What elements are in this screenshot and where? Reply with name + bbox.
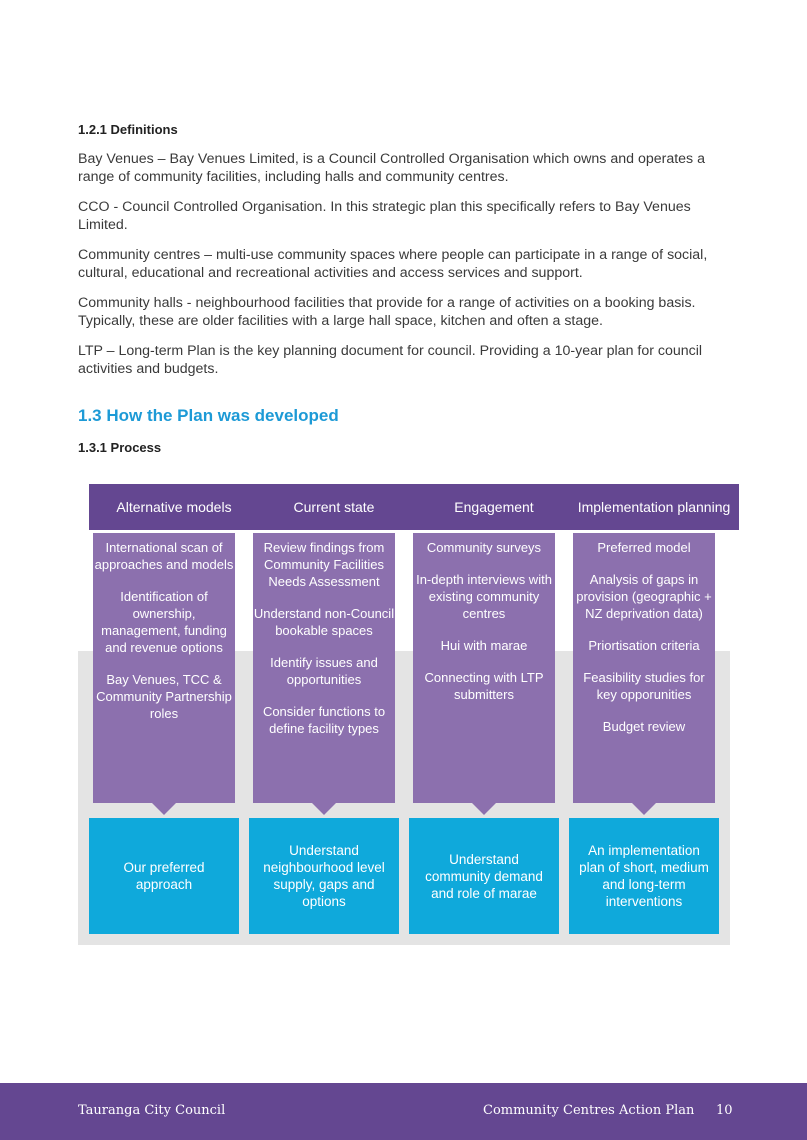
- page-number: 10: [716, 1103, 733, 1118]
- definition-cco: CCO - Council Controlled Organisation. I…: [78, 199, 691, 233]
- column-body-implementation-planning: Preferred model Analysis of gaps in prov…: [573, 533, 715, 803]
- arrow-down-icon: [152, 803, 176, 815]
- page-footer: Tauranga City Council Community Centres …: [0, 1083, 807, 1140]
- column-item: Analysis of gaps in provision (geographi…: [576, 572, 712, 621]
- arrow-down-icon: [632, 803, 656, 815]
- footer-organisation: Tauranga City Council: [78, 1103, 226, 1118]
- column-header-current-state: Current state: [249, 484, 419, 530]
- column-item: Bay Venues, TCC & Community Partnership …: [96, 672, 232, 721]
- outcome-implementation-planning: An implementation plan of short, medium …: [569, 818, 719, 934]
- arrow-down-icon: [472, 803, 496, 815]
- definitions-heading: 1.2.1 Definitions: [78, 122, 178, 137]
- process-subheading: 1.3.1 Process: [78, 440, 162, 455]
- column-header-engagement: Engagement: [409, 484, 579, 530]
- column-item: Preferred model: [597, 540, 691, 555]
- column-item: Identify issues and opportunities: [270, 655, 378, 687]
- column-body-engagement: Community surveys In-depth interviews wi…: [413, 533, 555, 803]
- definitions-list: Bay Venues – Bay Venues Limited, is a Co…: [78, 150, 738, 390]
- column-body-alternative-models: International scan of approaches and mod…: [93, 533, 235, 803]
- diagram-background: [78, 651, 730, 945]
- column-item: Hui with marae: [440, 638, 528, 653]
- outcome-engagement: Understand community demand and role of …: [409, 818, 559, 934]
- definition-community-centres: Community centres – multi-use community …: [78, 247, 708, 281]
- column-item: Budget review: [602, 719, 686, 734]
- column-item: Understand non-Council bookable spaces: [253, 606, 395, 638]
- column-body-current-state: Review findings from Community Facilitie…: [253, 533, 395, 803]
- column-item: Connecting with LTP submitters: [424, 670, 544, 702]
- plan-section-heading: 1.3 How the Plan was developed: [78, 406, 339, 425]
- column-item: Consider functions to define facility ty…: [262, 704, 386, 736]
- arrow-down-icon: [312, 803, 336, 815]
- column-item: In-depth interviews with existing commun…: [416, 572, 552, 621]
- column-item: Feasibility studies for key opporunities: [583, 670, 705, 702]
- column-header-implementation-planning: Implementation planning: [569, 484, 739, 530]
- column-item: Review findings from Community Facilitie…: [263, 540, 385, 589]
- column-item: International scan of approaches and mod…: [94, 540, 234, 572]
- outcome-current-state: Understand neighbourhood level supply, g…: [249, 818, 399, 934]
- definition-ltp: LTP – Long-term Plan is the key planning…: [78, 343, 703, 377]
- column-item: Identification of ownership, management,…: [101, 589, 227, 655]
- column-item: Community surveys: [426, 540, 542, 555]
- footer-document-title: Community Centres Action Plan: [483, 1103, 695, 1118]
- column-item: Priortisation criteria: [588, 638, 700, 653]
- definition-community-halls: Community halls - neighbourhood faciliti…: [78, 295, 696, 329]
- definition-bay-venues: Bay Venues – Bay Venues Limited, is a Co…: [78, 151, 705, 185]
- outcome-alternative-models: Our preferred approach: [89, 818, 239, 934]
- column-header-alternative-models: Alternative models: [89, 484, 259, 530]
